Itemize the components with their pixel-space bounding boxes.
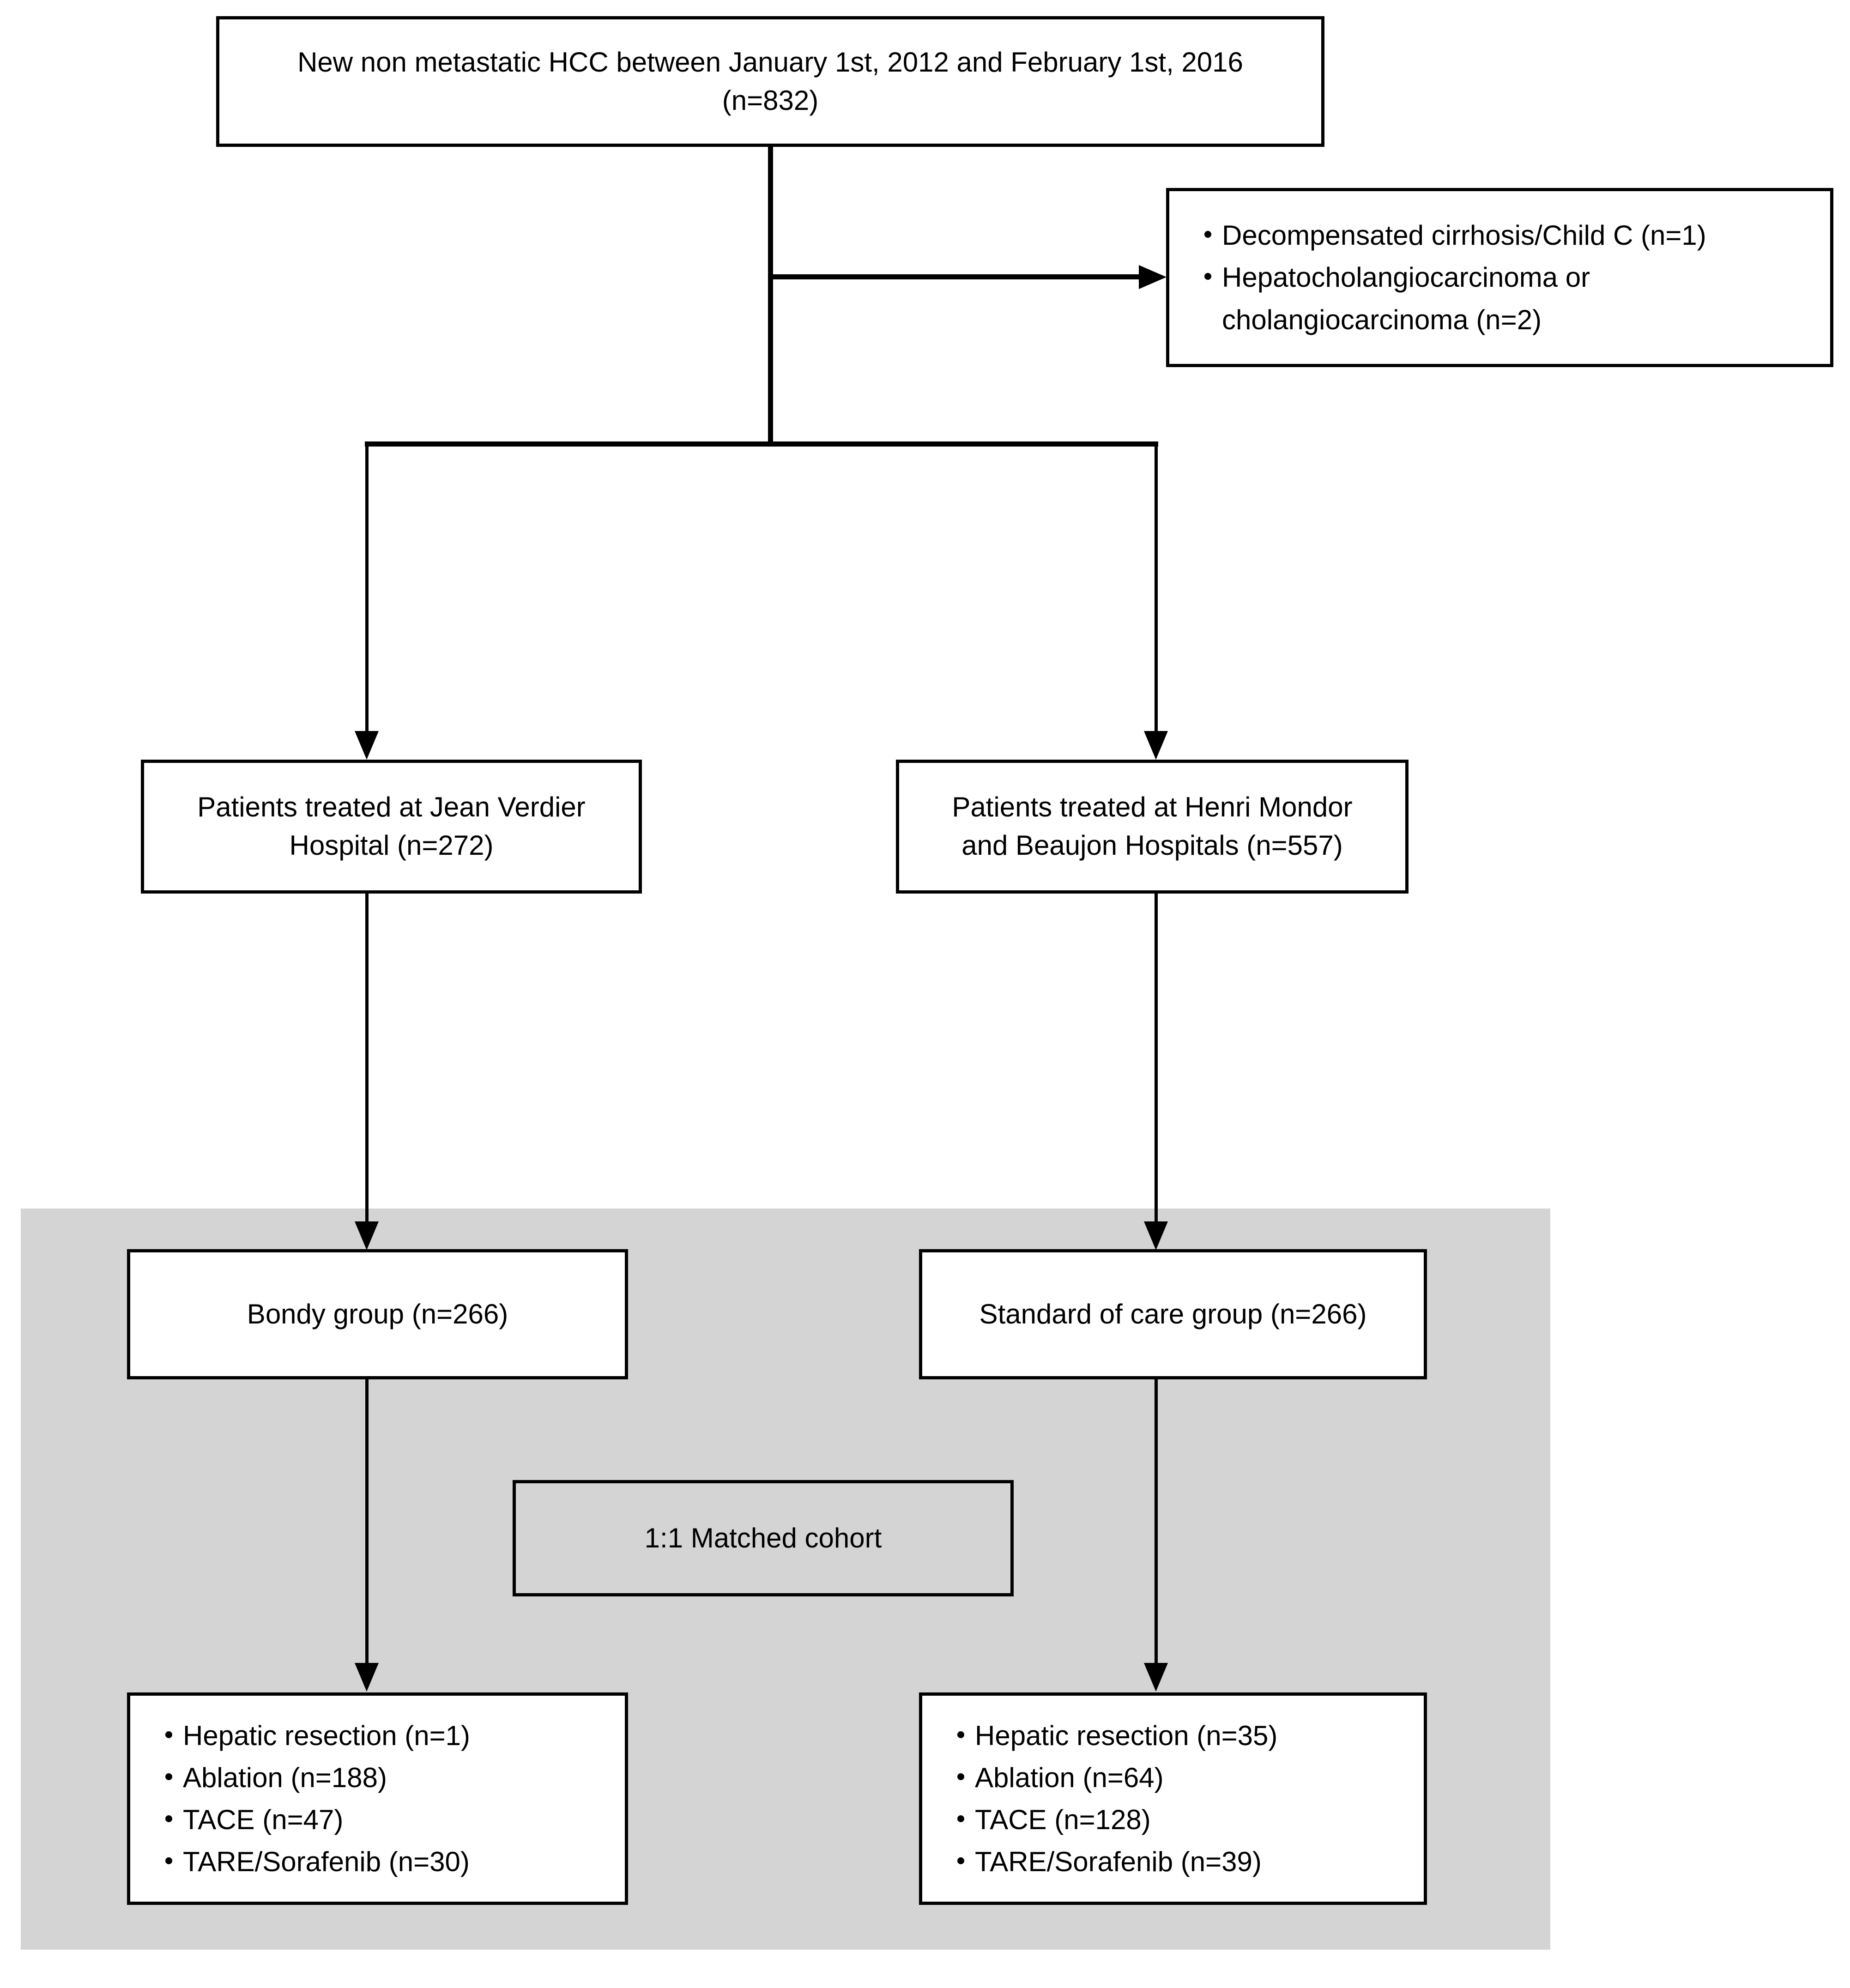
jean-verdier-label: Patients treated at Jean Verdier Hospita… bbox=[197, 792, 586, 861]
arrow-to-bondy-group bbox=[355, 1221, 379, 1250]
matched-cohort-box[interactable]: 1:1 Matched cohort bbox=[513, 1480, 1014, 1596]
arrow-to-jean-verdier bbox=[355, 731, 379, 760]
arrow-to-standard-of-care-treatments bbox=[1144, 1663, 1168, 1692]
connector-jean-verdier-to-bondy bbox=[365, 894, 369, 1224]
treatment-item: Ablation (n=188) bbox=[163, 1757, 470, 1799]
connector-standard-to-treatments bbox=[1155, 1379, 1158, 1666]
standard-of-care-treatments-list: Hepatic resection (n=35) Ablation (n=64)… bbox=[922, 1715, 1277, 1883]
connector-source-trunk bbox=[768, 147, 773, 445]
arrow-to-exclusions bbox=[1139, 265, 1167, 289]
exclusions-list: Decompensated cirrhosis/Child C (n=1) He… bbox=[1169, 214, 1706, 341]
connector-mondor-to-standard bbox=[1155, 894, 1158, 1224]
source-cohort-box[interactable]: New non metastatic HCC between January 1… bbox=[216, 16, 1324, 147]
standard-of-care-group-box[interactable]: Standard of care group (n=266) bbox=[919, 1249, 1427, 1379]
treatment-item: TARE/Sorafenib (n=39) bbox=[955, 1841, 1277, 1883]
arrow-to-standard-of-care-group bbox=[1144, 1221, 1168, 1250]
source-cohort-label: New non metastatic HCC between January 1… bbox=[297, 46, 1243, 116]
jean-verdier-box[interactable]: Patients treated at Jean Verdier Hospita… bbox=[141, 760, 642, 894]
bondy-group-box[interactable]: Bondy group (n=266) bbox=[127, 1249, 628, 1379]
connector-split-bar bbox=[365, 441, 1158, 447]
henri-mondor-beaujon-label: Patients treated at Henri Mondor and Bea… bbox=[952, 792, 1353, 861]
bondy-group-label: Bondy group (n=266) bbox=[247, 1298, 508, 1329]
connector-right-arm bbox=[1155, 441, 1158, 732]
arrow-to-bondy-treatments bbox=[355, 1663, 379, 1692]
treatment-item: Ablation (n=64) bbox=[955, 1757, 1277, 1799]
exclusions-box[interactable]: Decompensated cirrhosis/Child C (n=1) He… bbox=[1166, 188, 1833, 367]
treatment-item: TACE (n=47) bbox=[163, 1799, 470, 1841]
connector-to-exclusions bbox=[768, 274, 1140, 279]
connector-bondy-to-treatments bbox=[365, 1379, 369, 1666]
treatment-item: Hepatic resection (n=35) bbox=[955, 1715, 1277, 1757]
exclusion-item: Hepatocholangiocarcinoma or cholangiocar… bbox=[1202, 256, 1706, 340]
standard-of-care-group-label: Standard of care group (n=266) bbox=[979, 1298, 1367, 1329]
treatment-item: Hepatic resection (n=1) bbox=[163, 1715, 470, 1757]
arrow-to-henri-mondor bbox=[1144, 731, 1168, 760]
bondy-treatments-box[interactable]: Hepatic resection (n=1) Ablation (n=188)… bbox=[127, 1692, 628, 1905]
henri-mondor-beaujon-box[interactable]: Patients treated at Henri Mondor and Bea… bbox=[896, 760, 1409, 894]
treatment-item: TARE/Sorafenib (n=30) bbox=[163, 1841, 470, 1883]
matched-cohort-label: 1:1 Matched cohort bbox=[644, 1522, 882, 1553]
connector-left-arm bbox=[365, 441, 369, 732]
exclusion-item: Decompensated cirrhosis/Child C (n=1) bbox=[1202, 214, 1706, 256]
treatment-item: TACE (n=128) bbox=[955, 1799, 1277, 1841]
bondy-treatments-list: Hepatic resection (n=1) Ablation (n=188)… bbox=[130, 1715, 470, 1883]
standard-of-care-treatments-box[interactable]: Hepatic resection (n=35) Ablation (n=64)… bbox=[919, 1692, 1427, 1905]
